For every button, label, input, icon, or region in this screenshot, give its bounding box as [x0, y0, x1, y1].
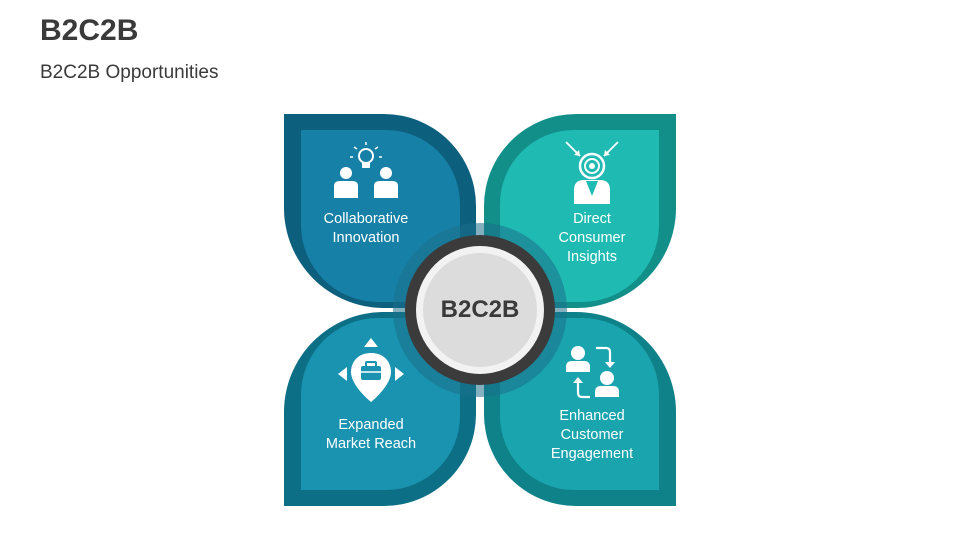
center-hub — [393, 223, 567, 397]
petal-label-collaborative-innovation: Collaborative Innovation — [323, 211, 409, 246]
customer-exchange-icon — [566, 346, 619, 399]
center-label: B2C2B — [440, 296, 520, 323]
page-title: B2C2B — [40, 14, 139, 47]
petal-label-expanded-market-reach: Expanded Market Reach — [325, 417, 417, 452]
market-expansion-icon — [338, 338, 404, 402]
team-idea-icon — [334, 142, 398, 198]
petal-label-direct-consumer-insights: Direct Consumer Insights — [558, 211, 626, 265]
page-subtitle: B2C2B Opportunities — [40, 62, 219, 83]
consumer-target-icon — [565, 141, 619, 204]
petal-label-enhanced-customer-engagement: Enhanced Customer Engagement — [550, 408, 634, 462]
